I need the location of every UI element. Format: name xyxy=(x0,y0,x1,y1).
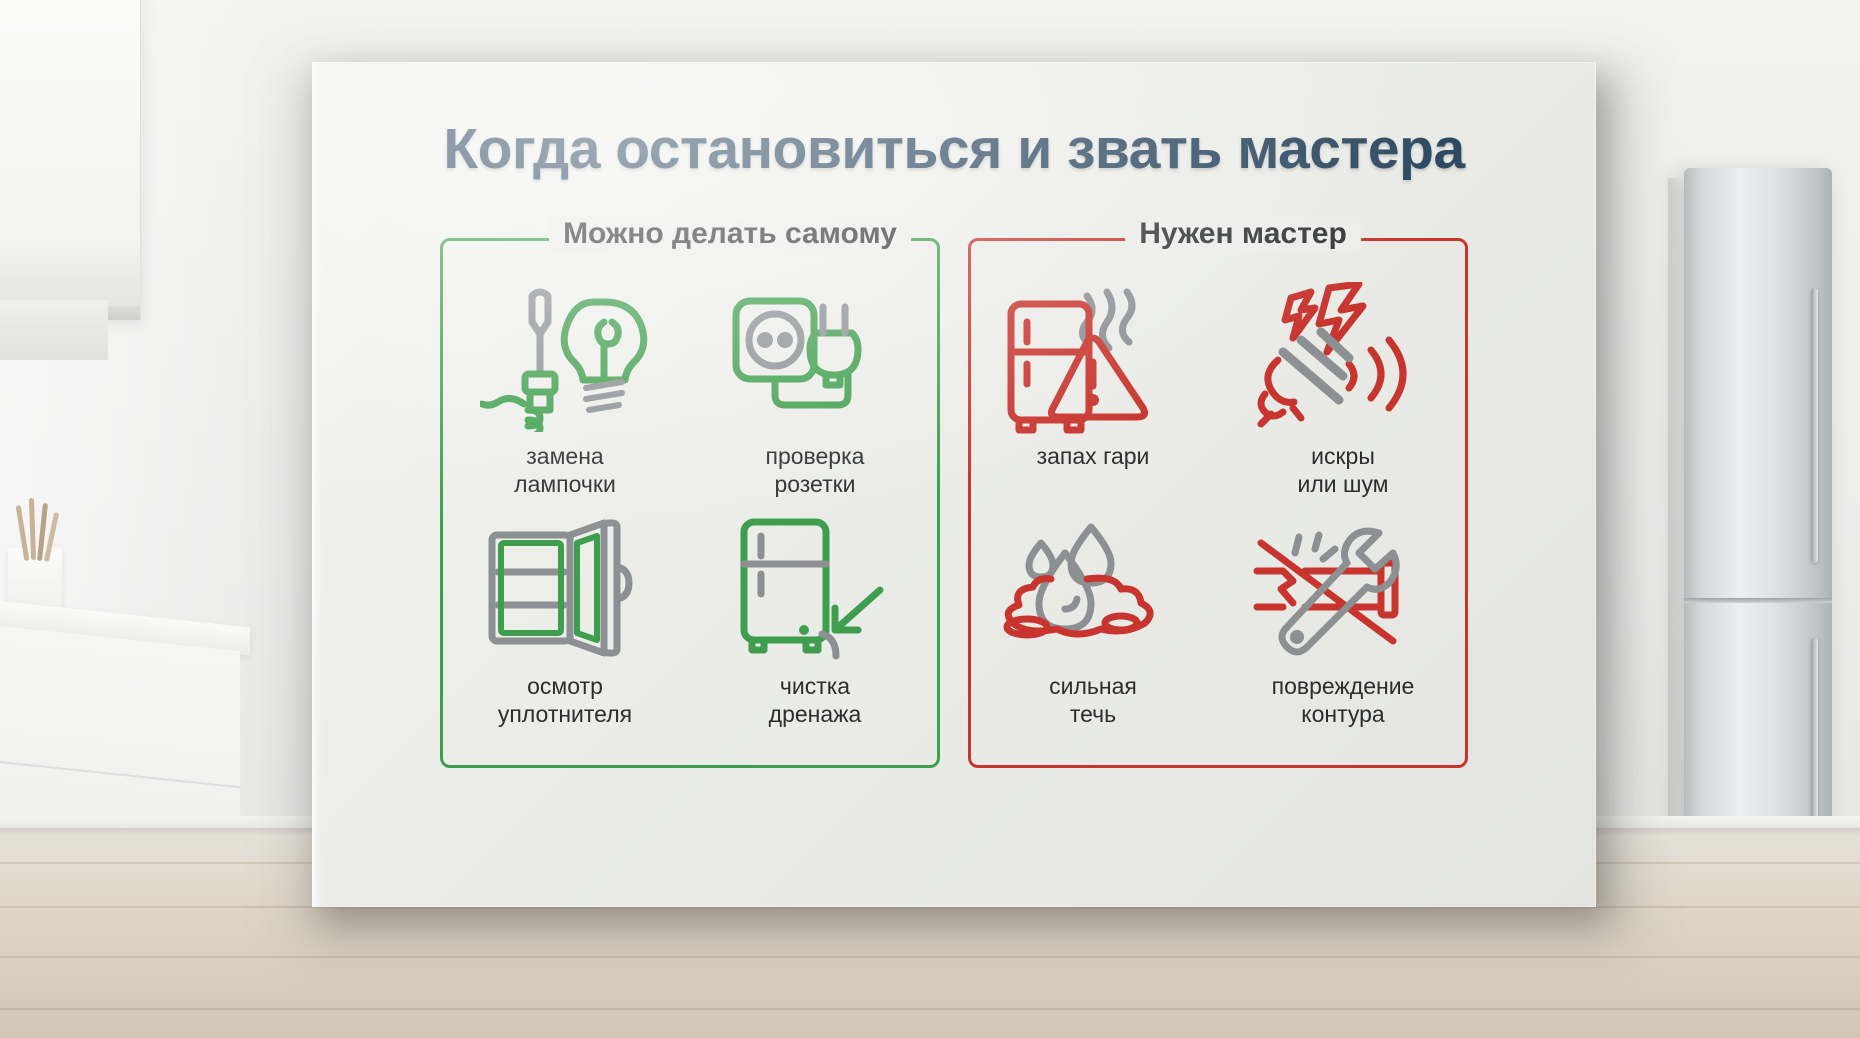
broken-pipe-wrench-icon xyxy=(1253,512,1433,662)
infographic-poster: Когда остановиться и звать мастера Можно… xyxy=(312,62,1596,907)
fridge-smoke-warning-icon xyxy=(1003,282,1183,433)
refrigerator xyxy=(1684,168,1832,878)
item-burning-smell: запах гари xyxy=(968,282,1218,498)
plug-sparks-noise-icon xyxy=(1253,282,1433,432)
item-severe-leak: сильная течь xyxy=(968,512,1218,728)
caption: замена лампочки xyxy=(514,443,616,498)
item-inspect-seal: осмотр уплотнителя xyxy=(440,512,690,728)
fridge-handle-lower xyxy=(1811,638,1818,828)
item-clean-drain: чистка дренажа xyxy=(690,512,940,728)
caption: чистка дренажа xyxy=(768,673,862,728)
upper-cabinet-secondary xyxy=(0,300,108,360)
fridge-door-split xyxy=(1684,598,1832,603)
caption: запах гари xyxy=(1036,443,1150,469)
socket-plug-icon xyxy=(728,282,903,432)
caption: повреждение контура xyxy=(1271,673,1415,728)
panel-legend-pro: Нужен мастер xyxy=(1125,217,1361,251)
panels-container: Можно делать самому xyxy=(312,217,1596,768)
item-check-socket: проверка розетки xyxy=(690,282,940,498)
open-fridge-door-seal-icon xyxy=(480,512,650,662)
upper-cabinet xyxy=(0,0,141,320)
panel-legend-diy: Можно делать самому xyxy=(549,217,911,251)
fridge-handle-upper xyxy=(1811,288,1818,563)
caption: осмотр уплотнителя xyxy=(497,673,633,728)
item-sparks-noise: искры или шум xyxy=(1218,282,1468,498)
caption: сильная течь xyxy=(1049,673,1137,728)
caption: проверка розетки xyxy=(765,443,865,498)
hand-screwdriver-lightbulb-icon xyxy=(480,282,650,432)
panel-diy-grid: замена лампочки xyxy=(440,282,940,728)
item-circuit-damage: повреждение контура xyxy=(1218,512,1468,728)
fridge-drain-arrow-icon xyxy=(728,512,903,662)
panel-pro: Нужен мастер xyxy=(968,217,1468,768)
water-drops-puddle-icon xyxy=(1003,512,1183,662)
caption: искры или шум xyxy=(1297,443,1389,498)
page-title: Когда остановиться и звать мастера xyxy=(443,117,1465,181)
panel-pro-grid: запах гари xyxy=(968,282,1468,728)
panel-diy: Можно делать самому xyxy=(440,217,940,768)
item-replace-bulb: замена лампочки xyxy=(440,282,690,498)
fridge-side-shadow xyxy=(1668,178,1684,866)
